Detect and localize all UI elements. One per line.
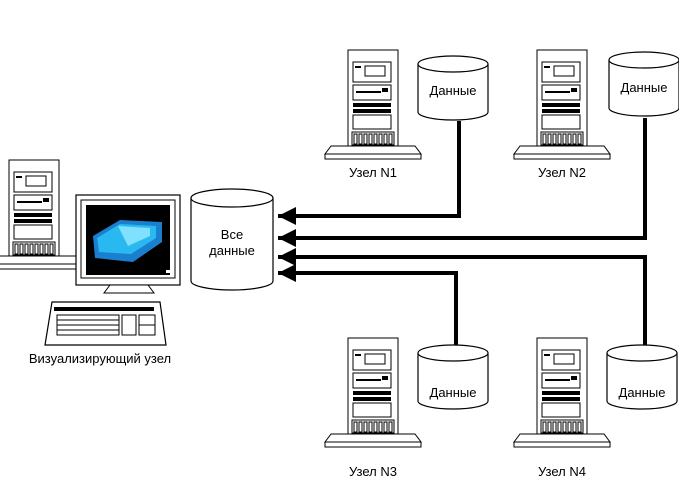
node-n3-label: Узел N3 (349, 464, 397, 479)
connection-lines (278, 118, 647, 356)
link-n1 (278, 121, 461, 225)
server-icon-n3 (324, 337, 422, 448)
node-n1-label: Узел N1 (349, 165, 397, 180)
link-n2 (278, 118, 647, 247)
visualizer-label: Визуализирующий узел (28, 351, 172, 366)
node-n1-data-label: Данные (429, 83, 477, 98)
central-storage-cylinder (190, 188, 274, 291)
node-n4-label: Узел N4 (538, 464, 586, 479)
link-n4 (278, 248, 647, 356)
server-icon-n4 (513, 337, 611, 448)
node-n3-data-label: Данные (429, 385, 477, 400)
central-storage-label-line2: данные (209, 243, 255, 258)
server-icon-n1 (324, 49, 422, 160)
workstation-tower (0, 159, 83, 270)
monitor-icon (75, 194, 181, 294)
server-icon-n2 (513, 49, 611, 160)
keyboard-icon (44, 301, 167, 346)
node-n2-label: Узел N2 (538, 165, 586, 180)
central-storage-label-line1: Все (220, 227, 244, 242)
link-n3 (278, 264, 458, 356)
workstation-icon (0, 159, 181, 346)
node-n2-data-label: Данные (620, 80, 668, 95)
node-n4-data-label: Данные (618, 385, 666, 400)
